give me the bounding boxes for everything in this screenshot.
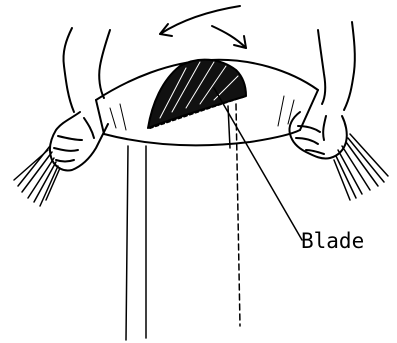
left-hand-icon: [50, 112, 108, 171]
left-strap-tassel: [14, 146, 60, 206]
blade-label: Blade: [301, 229, 364, 253]
left-arm: [63, 28, 110, 112]
hanging-cords: [126, 104, 240, 340]
right-arm: [318, 22, 355, 110]
double-arrow-icon: [160, 6, 246, 48]
blade-leader-line: [214, 88, 302, 240]
right-strap-tassel: [334, 134, 388, 200]
